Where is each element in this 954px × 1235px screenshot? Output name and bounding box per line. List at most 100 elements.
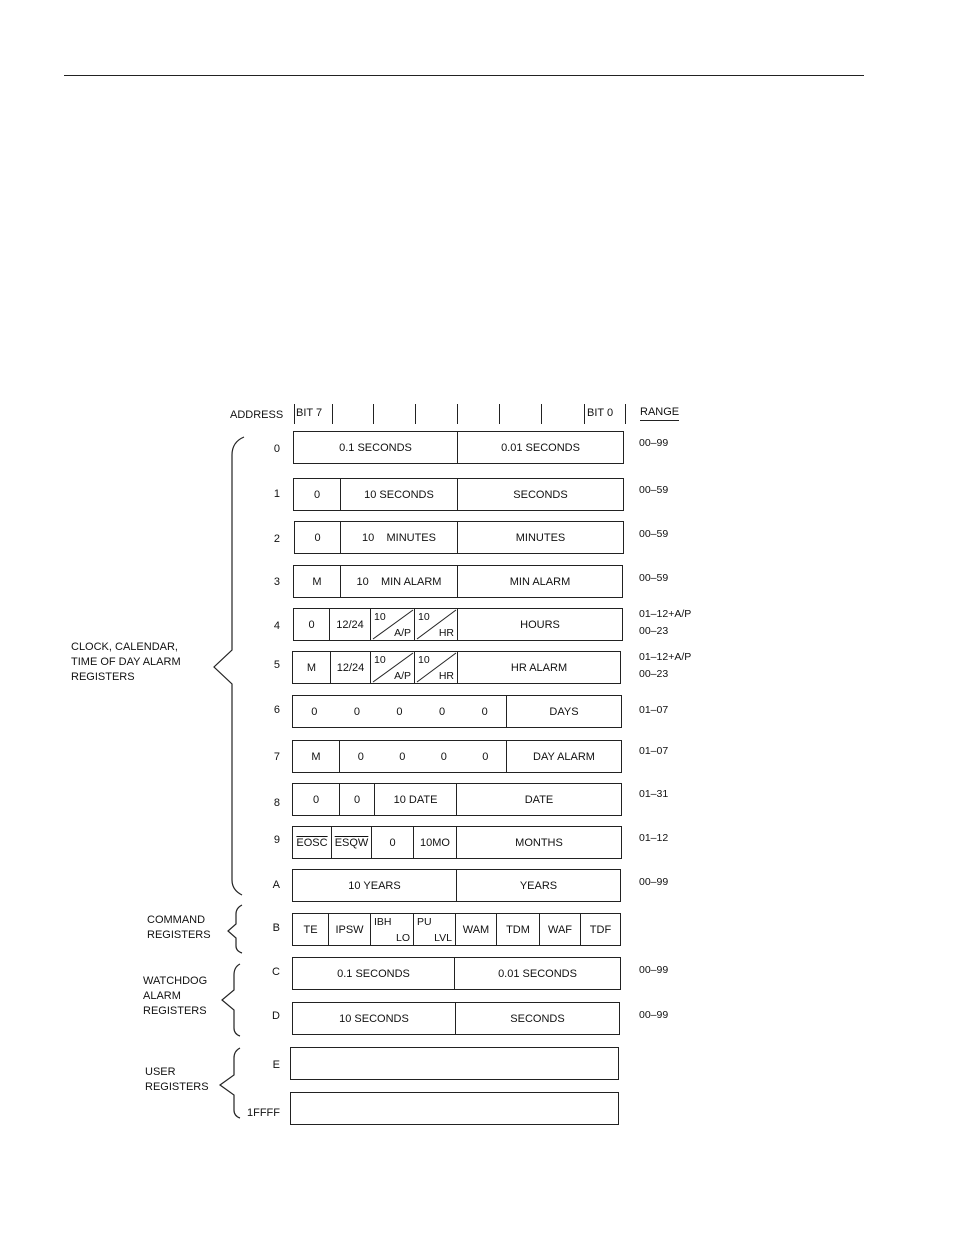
register-field: 0 (314, 531, 321, 544)
field-bottom-label: A/P (394, 670, 411, 682)
range-label: 01–12+A/P 00–23 (639, 649, 691, 683)
register-field-split: 10 A/P (370, 652, 414, 683)
register-field: DAYS (506, 696, 621, 727)
bit-tick (625, 404, 626, 424)
bit-value: 0 (353, 705, 360, 718)
address-header: ADDRESS (230, 409, 284, 421)
address-label: 4 (273, 620, 280, 632)
bit-tick (332, 404, 333, 424)
register-field: 10 YEARS (348, 879, 401, 892)
watchdog-group-label: WATCHDOG ALARM REGISTERS (143, 974, 207, 1019)
bit-value: 0 (357, 750, 364, 763)
bit-tick (294, 404, 295, 424)
register-field: WAF (539, 914, 580, 945)
field-bottom-label: LVL (434, 932, 452, 944)
register-field (291, 1048, 618, 1079)
address-label: E (272, 1059, 280, 1071)
register-field: 10 DATE (374, 784, 456, 815)
range-label: 00–99 (639, 964, 669, 976)
register-field: 0 (339, 784, 374, 815)
register-row-9: EOSC ESQW 0 10MO MONTHS (292, 826, 622, 859)
group-label-line: REGISTERS (71, 671, 135, 683)
command-group-label: COMMAND REGISTERS (147, 913, 211, 943)
register-row-e (290, 1047, 619, 1080)
bit-tick (499, 404, 500, 424)
register-field-group: 0 0 0 0 (339, 741, 506, 772)
address-label: 5 (273, 659, 280, 671)
register-field: 0.01 SECONDS (457, 432, 623, 463)
register-field: 0 (371, 827, 413, 858)
range-line: 00–23 (639, 668, 669, 680)
bit0-label: BIT 0 (587, 407, 614, 419)
register-field (291, 1093, 618, 1124)
group-label-line: REGISTERS (143, 1005, 207, 1017)
register-row-4: 0 12/24 10 A/P 10 HR HOURS (293, 608, 623, 641)
register-row-1: 0 10 SECONDS SECONDS (293, 478, 624, 511)
range-label: 00–99 (639, 437, 669, 449)
register-field: IPSW (328, 914, 370, 945)
command-brace (227, 904, 243, 954)
register-field: 0.1 SECONDS (337, 967, 410, 980)
register-field: SECONDS (455, 1003, 619, 1034)
range-label: 01–12 (639, 832, 669, 844)
range-label: 00–99 (639, 1009, 669, 1021)
address-label: C (272, 966, 280, 978)
register-field: MINUTES (457, 522, 623, 553)
field-bottom-label: HR (438, 627, 454, 639)
register-row-8: 0 0 10 DATE DATE (292, 783, 622, 816)
group-label-line: REGISTERS (145, 1081, 209, 1093)
register-row-c: 0.1 SECONDS 0.01 SECONDS (292, 957, 621, 990)
bit-value: 0 (482, 750, 489, 763)
field-bottom-label: A/P (394, 627, 411, 639)
diagonal-divider (416, 609, 457, 640)
clock-group-label: CLOCK, CALENDAR, TIME OF DAY ALARM REGIS… (71, 640, 181, 685)
register-field: M (311, 750, 321, 763)
range-header: RANGE (640, 406, 680, 421)
address-label: A (272, 879, 280, 891)
range-label: 01–07 (639, 704, 669, 716)
group-label-line: REGISTERS (147, 929, 211, 941)
register-row-7: M 0 0 0 0 DAY ALARM (292, 740, 622, 773)
register-field: YEARS (456, 870, 620, 901)
register-row-0: 0.1 SECONDS 0.01 SECONDS (293, 431, 624, 464)
address-label: 8 (273, 797, 280, 809)
address-label: 2 (273, 533, 280, 545)
diagonal-divider (416, 652, 457, 683)
address-label: B (272, 922, 280, 934)
address-label: 1 (273, 488, 280, 500)
group-label-line: CLOCK, CALENDAR, (71, 641, 178, 653)
register-field-stacked: PU LVL (413, 914, 455, 945)
register-field: MONTHS (456, 827, 621, 858)
range-label: 01–31 (639, 788, 669, 800)
register-field: SECONDS (457, 479, 623, 510)
bit7-label: BIT 7 (296, 407, 323, 419)
clock-brace (213, 436, 245, 896)
register-field: M (306, 661, 317, 674)
diagonal-divider (372, 609, 414, 640)
address-label: 6 (273, 704, 280, 716)
address-label: 1FFFF (247, 1107, 280, 1119)
range-line: 00–23 (639, 625, 669, 637)
register-row-3: M 10 MIN ALARM MIN ALARM (293, 565, 623, 598)
diagonal-divider (372, 652, 414, 683)
register-field: HOURS (457, 609, 622, 640)
bit-tick (415, 404, 416, 424)
register-field: 10 SECONDS (340, 479, 457, 510)
address-label: 9 (273, 834, 280, 846)
bit-tick (584, 404, 585, 424)
register-field: 0 (313, 488, 321, 501)
register-field: TDF (580, 914, 620, 945)
group-label-line: TIME OF DAY ALARM (71, 656, 181, 668)
register-field: M (312, 575, 322, 588)
register-field: 10 MINUTES (340, 522, 457, 553)
register-field: DATE (456, 784, 621, 815)
register-field: 0 (308, 618, 315, 631)
range-label: 01–07 (639, 745, 669, 757)
address-label: 3 (273, 576, 280, 588)
register-row-5: M 12/24 10 A/P 10 HR HR ALARM (292, 651, 621, 684)
register-field: 0.1 SECONDS (339, 441, 412, 454)
watchdog-brace (221, 963, 241, 1037)
register-row-1ffff (290, 1092, 619, 1125)
group-label-line: COMMAND (147, 914, 206, 926)
range-line: 01–12+A/P (639, 651, 692, 663)
